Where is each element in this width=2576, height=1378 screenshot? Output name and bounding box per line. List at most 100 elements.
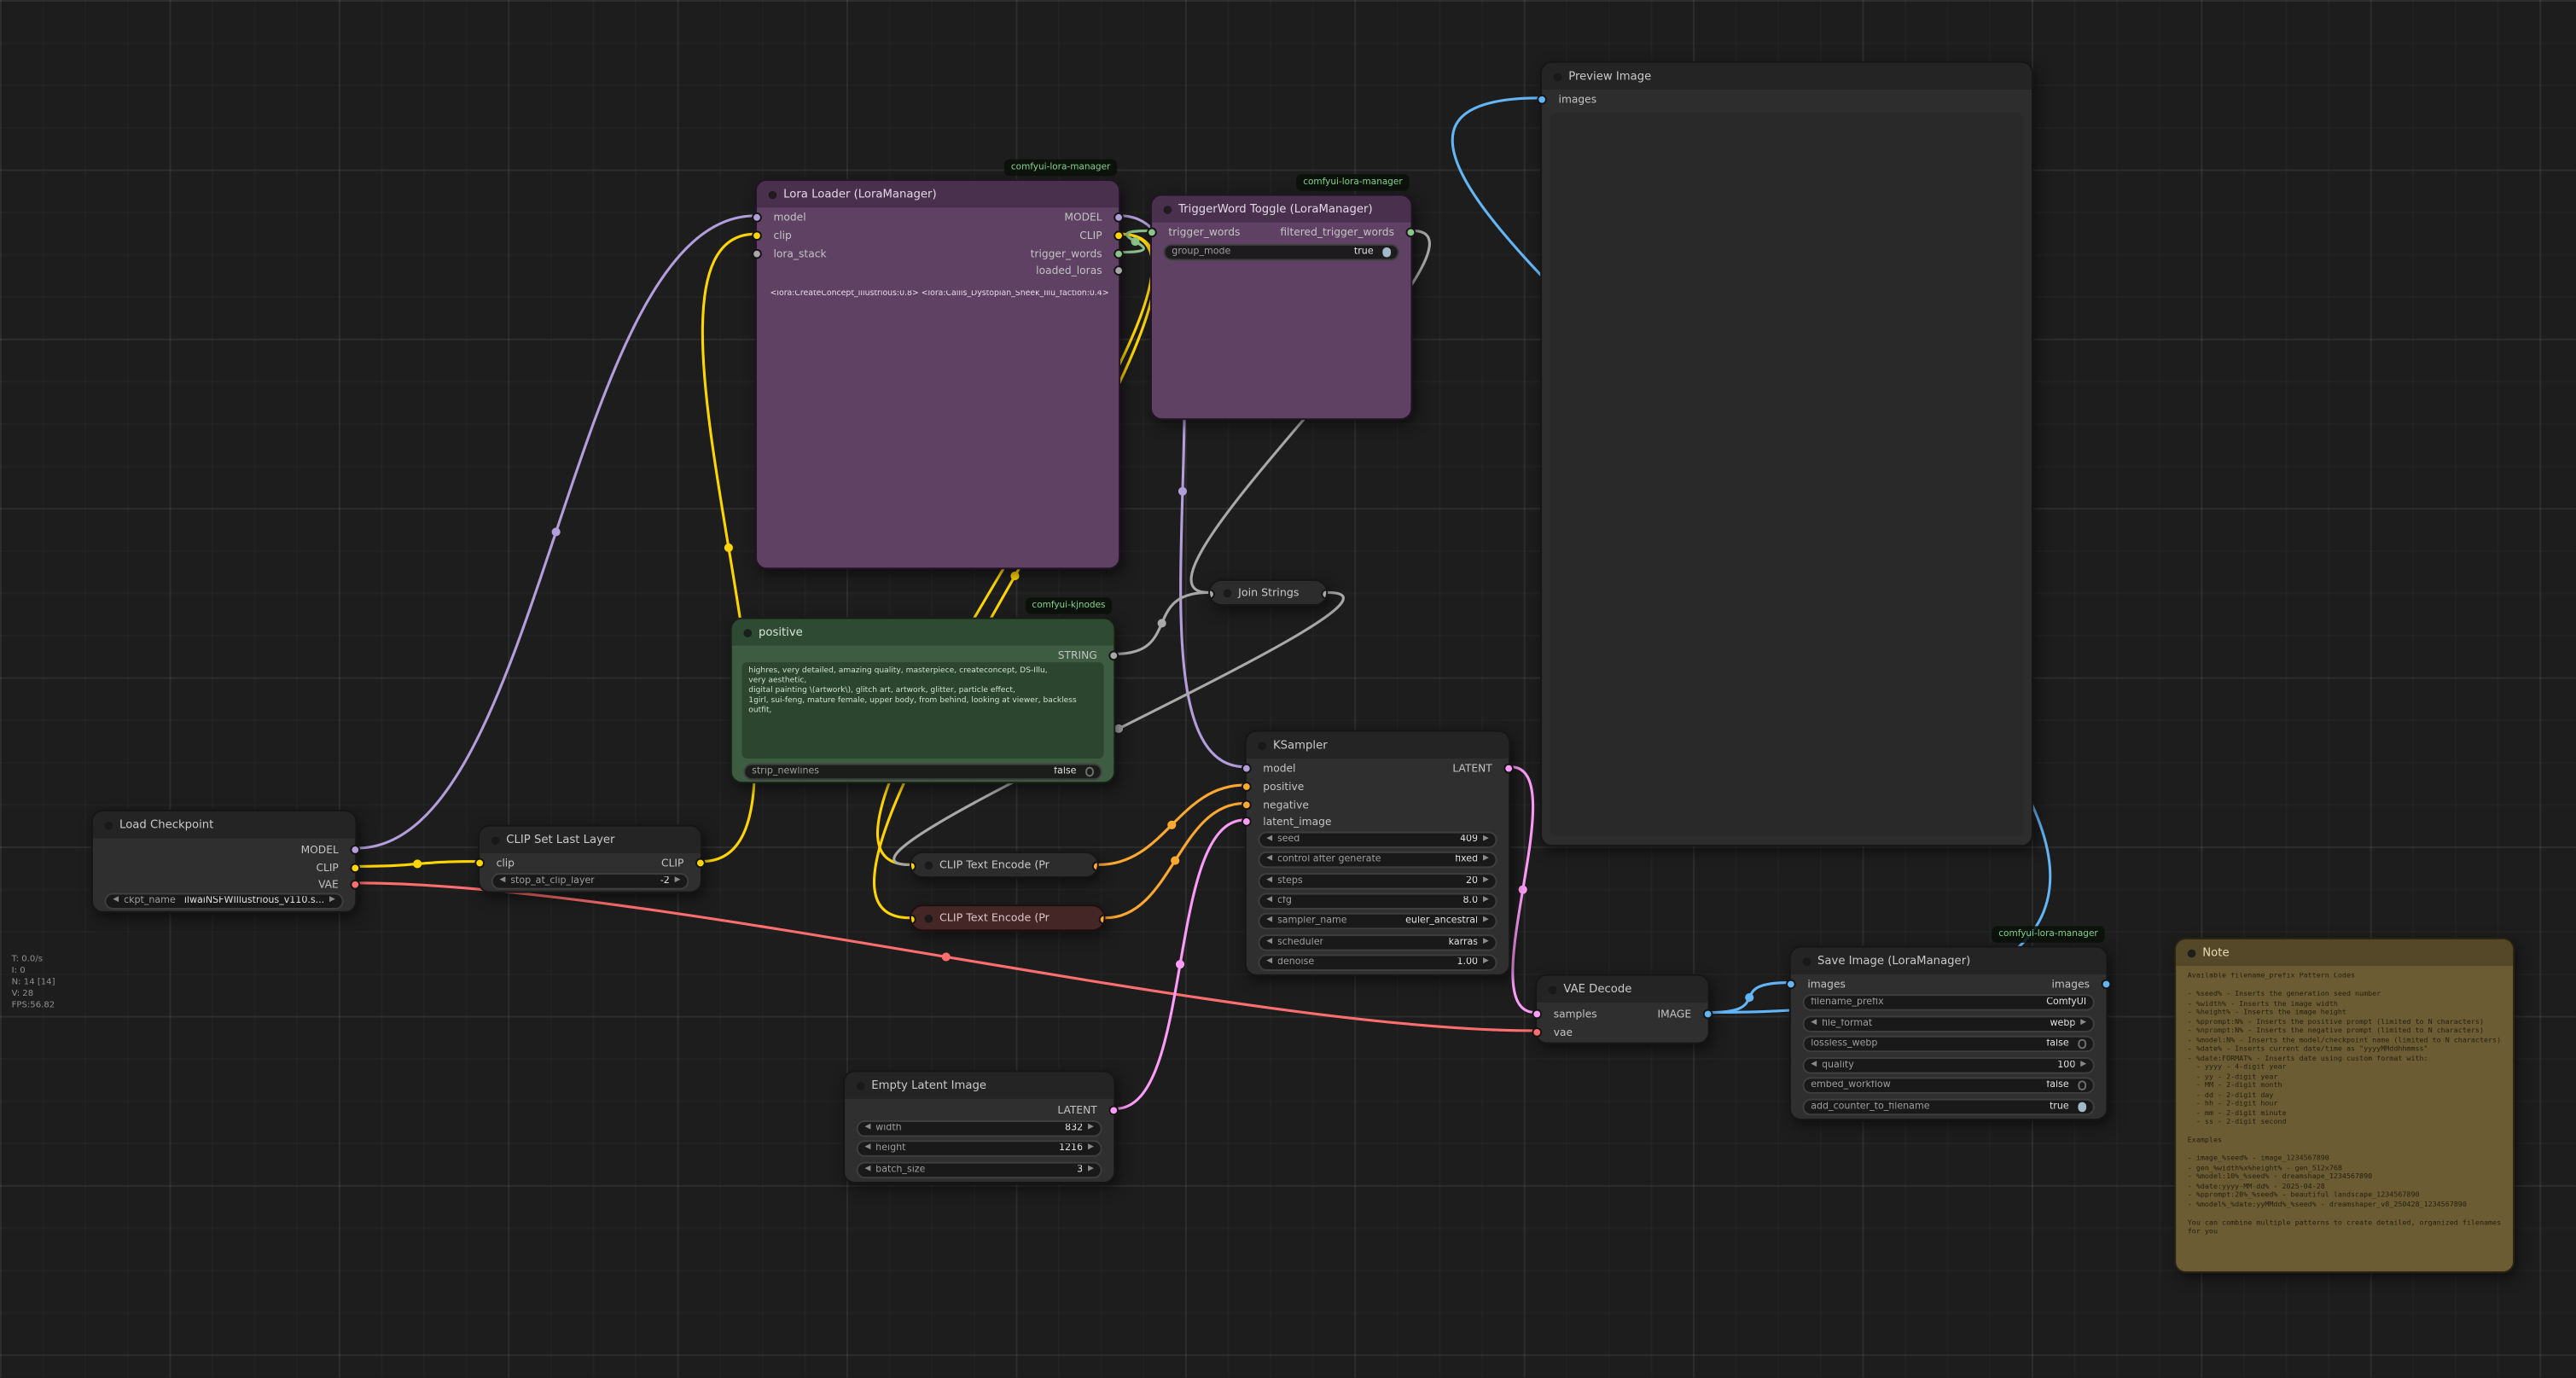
input-pin-clip[interactable] [910,914,916,925]
widget-sampler-name[interactable]: ◀ sampler_name euler_ancestral ▶ [1258,912,1497,930]
widget-left-arrow-icon[interactable]: ◀ [1266,956,1273,966]
output-pin-string[interactable] [1321,589,1327,600]
node-lora-loader[interactable]: comfyui-lora-manager Lora Loader (LoraMa… [752,159,1124,570]
input-pin-latent-image[interactable] [1241,817,1252,827]
lora-syntax-text[interactable]: <lora:CreateConcept_Illustrious:0.8> <lo… [770,290,1109,299]
widget-left-arrow-icon[interactable]: ◀ [499,875,506,885]
output-pin-clip[interactable] [350,863,361,874]
widget-right-arrow-icon[interactable]: ▶ [2080,1060,2087,1069]
input-pin-samples[interactable] [1532,1009,1543,1020]
output-pin-model[interactable] [350,845,361,855]
widget-right-arrow-icon[interactable]: ▶ [1482,854,1489,863]
node-ksampler[interactable]: KSampler model positive negative latent_… [1241,730,1515,976]
input-pin-trigger-words[interactable] [1147,227,1157,238]
toggle-off-icon[interactable] [1084,767,1094,776]
node-header[interactable]: positive [731,619,1114,646]
prompt-textarea[interactable]: highres, very detailed, amazing quality,… [741,662,1104,759]
node-empty-latent-image[interactable]: Empty Latent Image LATENT ◀ width 832 ▶ … [843,1070,1119,1183]
widget-batch-size[interactable]: ◀ batch_size 3 ▶ [856,1161,1102,1179]
node-header[interactable]: VAE Decode [1537,975,1708,1003]
widget-right-arrow-icon[interactable]: ▶ [1482,895,1489,904]
node-clip-set-last-layer[interactable]: CLIP Set Last Layer clip CLIP ◀ stop_at_… [474,824,706,893]
toggle-off-icon[interactable] [2077,1080,2087,1090]
node-save-image[interactable]: comfyui-lora-manager Save Image (LoraMan… [1786,926,2112,1121]
node-header[interactable]: Lora Loader (LoraManager) [757,181,1119,208]
collapse-dot-icon[interactable] [924,913,933,922]
node-header[interactable]: Save Image (LoraManager) [1790,947,2107,974]
widget-group-mode[interactable]: group_mode true [1163,243,1399,261]
widget-right-arrow-icon[interactable]: ▶ [2080,1018,2087,1027]
note-text[interactable]: Available filename_prefix Pattern Codes … [2187,972,2502,1237]
input-pin-positive[interactable] [1241,782,1252,792]
output-pin-vae[interactable] [350,879,361,890]
collapse-dot-icon[interactable] [856,1081,865,1090]
widget-left-arrow-icon[interactable]: ◀ [864,1164,871,1173]
collapse-dot-icon[interactable] [104,820,113,829]
input-pin-clip[interactable] [910,861,916,872]
output-pin-latent[interactable] [1503,763,1515,774]
collapse-dot-icon[interactable] [1223,588,1232,597]
node-triggerword-toggle[interactable]: comfyui-lora-manager TriggerWord Toggle … [1147,174,1416,421]
input-pin-images[interactable] [1537,94,1547,105]
input-pin-clip[interactable] [474,858,485,869]
node-header[interactable]: Empty Latent Image [845,1072,1114,1099]
output-pin-conditioning[interactable] [1098,914,1104,925]
widget-cfg[interactable]: ◀ cfg 8.0 ▶ [1258,893,1497,910]
widget-control-after-generate[interactable]: ◀ control after generate fixed ▶ [1258,851,1497,869]
input-pin-images[interactable] [1786,979,1796,990]
input-pin-model[interactable] [1241,763,1252,774]
widget-scheduler[interactable]: ◀ scheduler karras ▶ [1258,934,1497,951]
node-join-strings[interactable]: comfyui-kjnodes Join Strings [1208,579,1329,606]
collapse-dot-icon[interactable] [743,628,753,637]
node-preview-image[interactable]: Preview Image images [1537,61,2033,847]
output-pin-filtered-trigger-words[interactable] [1405,227,1416,238]
widget-denoise[interactable]: ◀ denoise 1.00 ▶ [1258,954,1497,971]
widget-quality[interactable]: ◀ quality 100 ▶ [1802,1057,2095,1074]
widget-left-arrow-icon[interactable]: ◀ [1266,937,1273,946]
output-pin-clip[interactable] [1114,230,1124,241]
collapse-dot-icon[interactable] [1258,741,1267,750]
output-pin-conditioning[interactable] [1091,861,1097,872]
output-pin-model[interactable] [1114,212,1124,223]
widget-embed-workflow[interactable]: embed_workflow false [1802,1077,2095,1094]
widget-seed[interactable]: ◀ seed 409 ▶ [1258,831,1497,848]
node-header[interactable]: CLIP Set Last Layer [480,826,701,853]
collapse-dot-icon[interactable] [491,835,500,845]
input-pin-vae[interactable] [1532,1027,1543,1038]
output-pin-image[interactable] [1702,1009,1713,1020]
input-pin-negative[interactable] [1241,799,1252,811]
collapse-dot-icon[interactable] [1802,956,1811,966]
node-header[interactable]: TriggerWord Toggle (LoraManager) [1151,195,1411,223]
collapse-dot-icon[interactable] [2187,948,2196,957]
node-header[interactable]: Preview Image [1542,62,2032,90]
input-pin-model[interactable] [752,212,762,223]
widget-right-arrow-icon[interactable]: ▶ [1087,1123,1094,1132]
widget-steps[interactable]: ◀ steps 20 ▶ [1258,873,1497,890]
output-pin-clip[interactable] [695,858,706,869]
widget-right-arrow-icon[interactable]: ▶ [329,895,335,904]
widget-left-arrow-icon[interactable]: ◀ [864,1143,871,1152]
widget-ckpt-name[interactable]: ◀ ckpt_name ilwaiNSFWIllustrious_v110.s.… [104,893,344,910]
widget-height[interactable]: ◀ height 1216 ▶ [856,1140,1102,1157]
output-pin-latent[interactable] [1108,1105,1119,1116]
collapse-dot-icon[interactable] [1163,205,1172,213]
widget-left-arrow-icon[interactable]: ◀ [1266,895,1273,904]
widget-right-arrow-icon[interactable]: ▶ [1482,875,1489,885]
widget-left-arrow-icon[interactable]: ◀ [113,895,119,904]
toggle-on-icon[interactable] [1381,247,1392,258]
output-pin-trigger-words[interactable] [1114,248,1124,259]
widget-left-arrow-icon[interactable]: ◀ [1266,834,1273,843]
toggle-off-icon[interactable] [2077,1039,2087,1049]
node-clip-text-encode-positive[interactable]: CLIP Text Encode (Pr [909,851,1099,879]
widget-left-arrow-icon[interactable]: ◀ [1266,875,1273,885]
collapse-dot-icon[interactable] [1553,72,1562,81]
node-note[interactable]: Note Available filename_prefix Pattern C… [2174,938,2515,1273]
collapse-dot-icon[interactable] [924,860,933,869]
widget-left-arrow-icon[interactable]: ◀ [1266,854,1273,863]
toggle-on-icon[interactable] [2077,1102,2087,1112]
widget-right-arrow-icon[interactable]: ▶ [1087,1164,1094,1173]
widget-file-format[interactable]: ◀ file_format webp ▶ [1802,1015,2095,1032]
widget-lossless-webp[interactable]: lossless_webp false [1802,1035,2095,1053]
widget-width[interactable]: ◀ width 832 ▶ [856,1120,1102,1137]
